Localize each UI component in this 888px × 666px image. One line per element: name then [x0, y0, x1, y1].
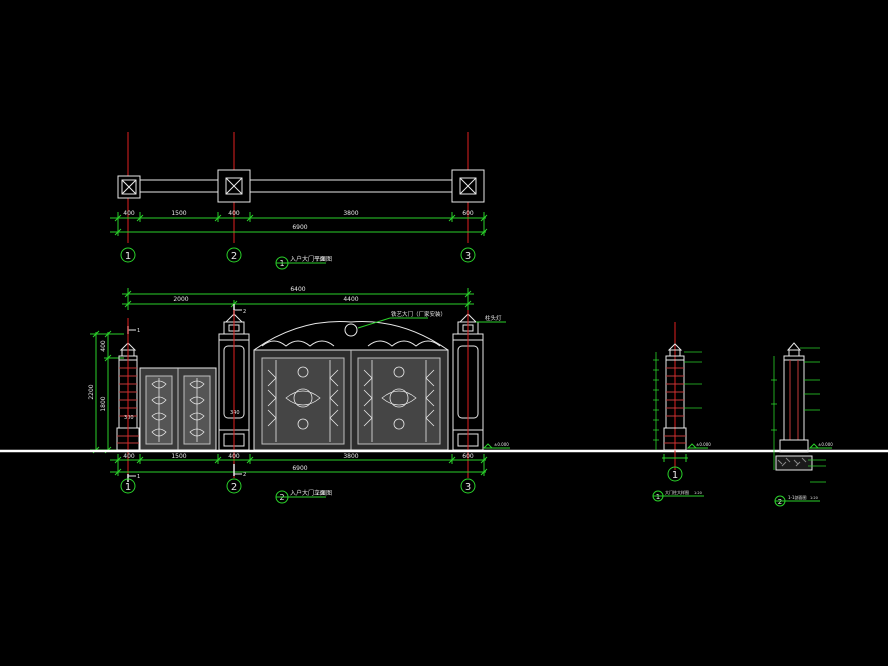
elevation-top-dimension-lines	[122, 288, 474, 310]
elevation-left-dimension-lines	[90, 330, 124, 454]
plan-axis-bubble-1: 1	[120, 247, 136, 263]
elevation-dim-total: 6900	[292, 465, 307, 472]
plan-view: 400 1500 400 3800 600 6900 1 2 3 1 入户大门平…	[110, 132, 488, 270]
gate-label: 铁艺大门（厂家安装）	[391, 310, 446, 318]
svg-text:3: 3	[465, 251, 471, 262]
elevation-dim-total-top: 6400	[290, 286, 305, 293]
svg-text:1: 1	[137, 328, 140, 334]
plan-pier-2	[217, 169, 251, 203]
plan-title: 入户大门平面图	[290, 255, 332, 263]
detail2-scale: 1:20	[810, 496, 818, 500]
svg-text:2: 2	[243, 472, 246, 478]
detail-pier: ±0.000 1 1 大门柱大样图 1:20	[652, 322, 711, 502]
svg-text:2: 2	[231, 482, 237, 493]
elevation-scale: 1:50	[316, 491, 325, 496]
detail1-title-block: 1 大门柱大样图 1:20	[652, 489, 704, 502]
elevation-dim-top-1: 2000	[173, 296, 188, 303]
detail1-title-number: 1	[656, 493, 660, 501]
svg-text:±0.000: ±0.000	[494, 442, 509, 447]
plan-dim-4: 3800	[343, 210, 358, 217]
section-mark-bottom-2: 2	[233, 464, 246, 478]
svg-text:1: 1	[137, 474, 140, 480]
svg-text:3: 3	[465, 482, 471, 493]
elevation-dim-bottom-5: 600	[462, 453, 474, 460]
detail1-dimension-ticks	[653, 351, 702, 450]
elevation-dim-top-2: 4400	[343, 296, 358, 303]
svg-text:±0.000: ±0.000	[696, 442, 711, 447]
plan-title-block: 1 入户大门平面图 1:50	[275, 255, 332, 270]
elevation-dim-left-2: 1800	[100, 396, 107, 411]
elevation-label-300: 300	[124, 415, 134, 421]
section-mark-top-2: 2	[233, 304, 246, 316]
detail2-level-mark: ±0.000	[808, 442, 833, 449]
detail2-title-number: 2	[778, 498, 782, 506]
svg-text:1: 1	[125, 251, 131, 262]
section-mark-top-1: 1	[127, 326, 140, 334]
elevation-level-mark: ±0.000	[482, 442, 510, 449]
elevation-title-block: 2 入户大门立面图 1:50	[275, 489, 332, 504]
svg-text:2: 2	[243, 309, 246, 315]
plan-wall-left	[139, 179, 219, 193]
detail-section: ±0.000 2 1-1剖面图 1:20	[771, 342, 833, 507]
plan-dim-2: 1500	[171, 210, 186, 217]
detail2-section-body	[775, 342, 813, 471]
svg-text:1: 1	[672, 470, 678, 481]
gate-label-callout: 铁艺大门（厂家安装）	[357, 310, 446, 329]
plan-dim-total: 6900	[292, 224, 307, 231]
plan-wall-right	[249, 179, 453, 193]
lamp-label: 柱头灯	[485, 314, 502, 322]
elevation-dim-bottom-1: 400	[123, 453, 135, 460]
svg-text:±0.000: ±0.000	[818, 442, 833, 447]
plan-dim-1: 400	[123, 210, 135, 217]
elevation-axis-bubble-3: 3	[460, 478, 476, 494]
plan-dim-5: 600	[462, 210, 474, 217]
elevation-label-340: 340	[230, 410, 240, 416]
lamp-label-callout: 柱头灯	[476, 314, 506, 323]
plan-scale: 1:50	[316, 257, 325, 262]
small-side-gate	[139, 367, 217, 451]
detail1-pier-body	[663, 343, 687, 451]
elevation-dim-bottom-3: 400	[228, 453, 240, 460]
elevation-axis-bubble-1: 1	[120, 478, 136, 494]
elevation-dim-left-1: 400	[100, 340, 107, 352]
plan-pier-1	[117, 175, 141, 199]
detail1-level-mark: ±0.000	[686, 442, 711, 449]
detail1-title: 大门柱大样图	[665, 489, 689, 495]
detail2-leader-lines	[771, 347, 826, 483]
elevation-dim-bottom-2: 1500	[171, 453, 186, 460]
section-mark-bottom-1: 1	[127, 474, 140, 482]
detail1-bottom-dims	[662, 454, 688, 462]
detail1-scale: 1:20	[694, 491, 702, 495]
svg-text:1: 1	[125, 482, 131, 493]
plan-dimension-lines	[110, 212, 488, 236]
detail1-axis-bubble: 1	[667, 466, 683, 482]
svg-text:2: 2	[231, 251, 237, 262]
detail2-title: 1-1剖面图	[788, 494, 807, 500]
plan-axis-bubble-2: 2	[226, 247, 242, 263]
plan-pier-3	[451, 169, 485, 203]
elevation-bottom-dimension-lines	[110, 454, 488, 476]
elevation-dim-left-3: 2200	[88, 384, 95, 399]
plan-dim-3: 400	[228, 210, 240, 217]
elevation-title: 入户大门立面图	[290, 489, 332, 497]
detail2-title-block: 2 1-1剖面图 1:20	[774, 494, 820, 507]
elevation-view: 6400 2000 4400 400 1800 2200 1	[88, 286, 510, 504]
elevation-dim-bottom-4: 3800	[343, 453, 358, 460]
elevation-axis-bubble-2: 2	[226, 478, 242, 494]
plan-axis-bubble-3: 3	[460, 247, 476, 263]
main-double-gate	[253, 321, 449, 451]
